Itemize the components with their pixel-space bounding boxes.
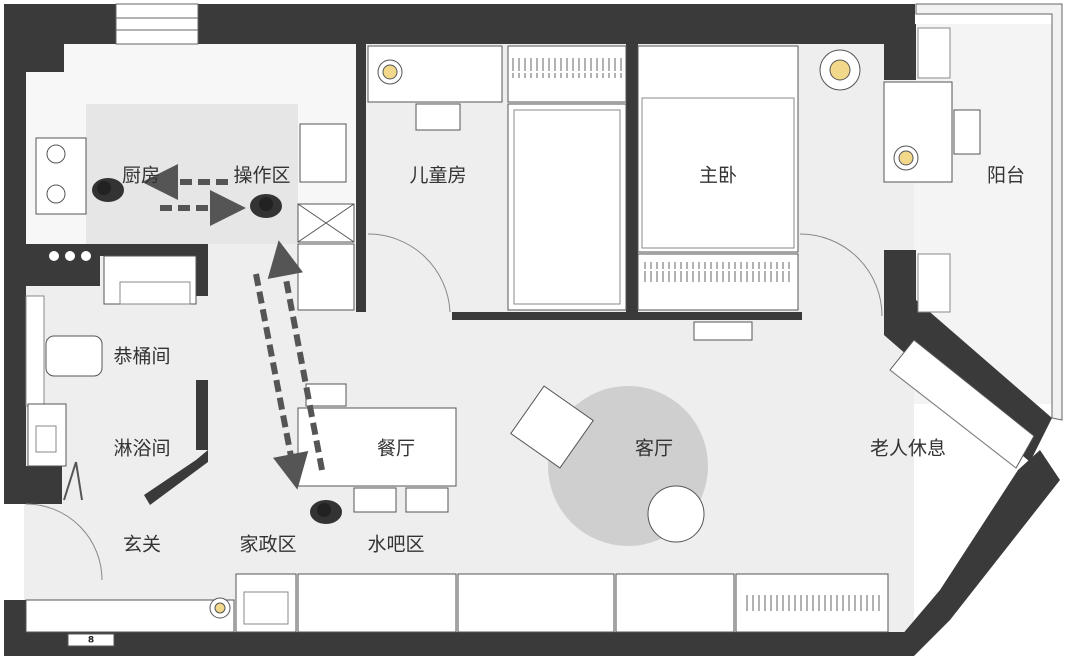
label-water-bar: 水吧区 bbox=[367, 534, 424, 556]
master-bedroom-furniture bbox=[637, 45, 883, 341]
windows bbox=[115, 3, 1063, 421]
label-entrance: 玄关 bbox=[123, 534, 161, 556]
label-dining: 餐厅 bbox=[377, 438, 415, 460]
label-kids-room: 儿童房 bbox=[409, 165, 466, 187]
bottom-cabinets bbox=[25, 503, 889, 647]
person-kitchen-icon bbox=[92, 178, 124, 202]
door-tag: 8 bbox=[88, 636, 94, 646]
label-balcony: 阳台 bbox=[987, 165, 1025, 187]
person-operation-icon bbox=[250, 194, 282, 218]
label-toilet: 恭桶间 bbox=[113, 346, 170, 368]
bathroom-area bbox=[25, 295, 103, 501]
label-master-bedroom: 主卧 bbox=[699, 165, 737, 187]
exterior-walls bbox=[4, 4, 1060, 656]
label-housework: 家政区 bbox=[239, 534, 296, 556]
label-operation: 操作区 bbox=[233, 165, 290, 187]
label-shower: 淋浴间 bbox=[113, 438, 170, 460]
label-kitchen: 厨房 bbox=[122, 165, 160, 187]
balcony-furniture bbox=[883, 27, 981, 313]
circulation-arrows bbox=[142, 164, 325, 490]
label-elder-rest: 老人休息 bbox=[870, 438, 946, 460]
kids-room-furniture bbox=[367, 45, 627, 313]
label-living: 客厅 bbox=[635, 438, 673, 460]
interior-walls bbox=[24, 44, 802, 505]
kitchen-area bbox=[26, 104, 355, 311]
person-waterbar-icon bbox=[310, 500, 342, 524]
living-dining-furniture bbox=[297, 339, 1035, 546]
